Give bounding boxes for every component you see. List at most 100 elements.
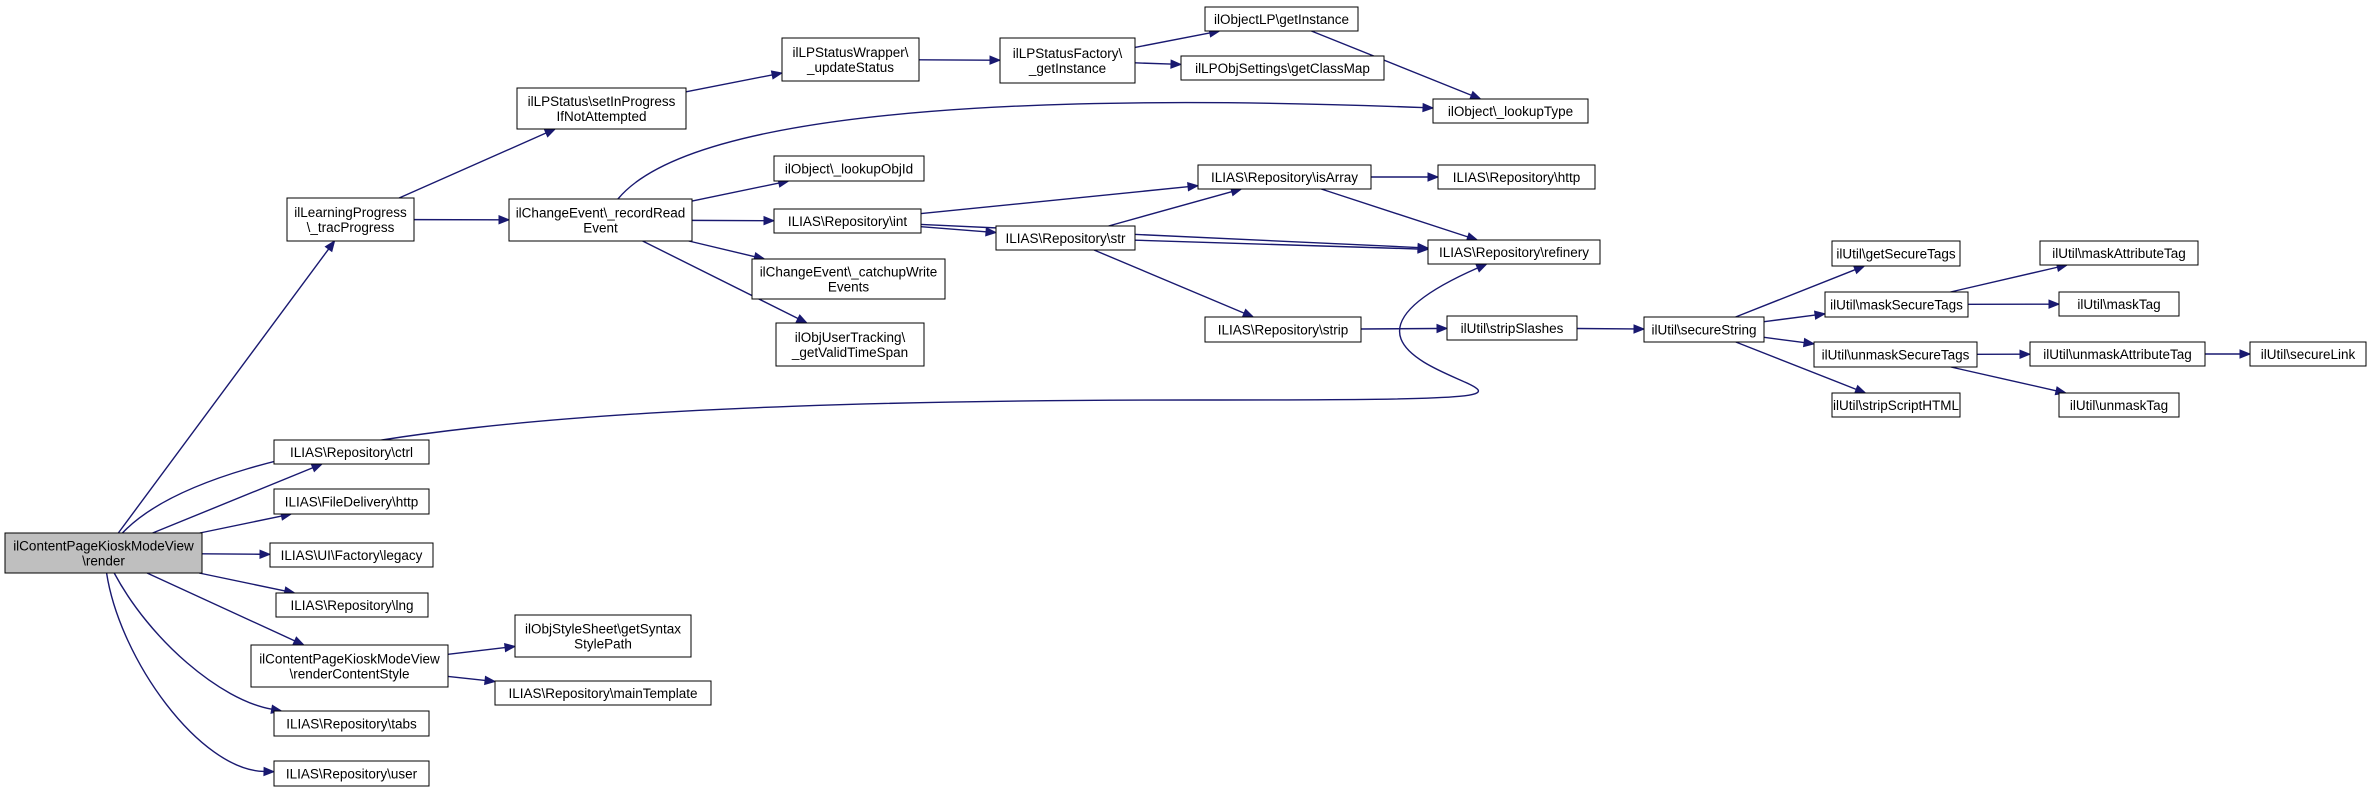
- node-box-rendercs: [250, 644, 449, 688]
- node-label-syntaxstyle-1: StylePath: [574, 637, 632, 652]
- edge-root-to-rendercs: [146, 572, 295, 642]
- edge-setinprog-to-wrapper: [685, 74, 773, 93]
- node-box-securestring: [1643, 316, 1765, 343]
- node-label-root-0: ilContentPageKioskModeView: [13, 539, 194, 554]
- arrowhead-recordread-to-repoint: [763, 215, 776, 226]
- arrowhead-factory-to-classmap: [1170, 59, 1183, 69]
- node-usertracking[interactable]: ilObjUserTracking\_getValidTimeSpan: [775, 322, 925, 367]
- node-ctrl[interactable]: ILIAS\Repository\ctrl: [273, 439, 430, 465]
- arrowhead-stripslashes-to-securestring: [1633, 324, 1646, 334]
- node-label-catchup-1: Events: [828, 280, 870, 295]
- node-repohttp[interactable]: ILIAS\Repository\http: [1437, 164, 1596, 190]
- node-box-repostrip: [1204, 316, 1362, 343]
- arrowhead-repostr-to-repostrip: [1241, 308, 1255, 318]
- edge-recordread-to-lookuptype: [617, 101, 1424, 200]
- arrowhead-rendercs-to-syntaxstyle: [504, 642, 517, 653]
- node-lookuptype[interactable]: ilObject\_lookupType: [1432, 98, 1589, 124]
- node-stripscript[interactable]: ilUtil\stripScriptHTML: [1831, 392, 1961, 418]
- node-label-refinery-0: ILIAS\Repository\refinery: [1439, 245, 1589, 260]
- node-box-lng: [275, 592, 429, 618]
- node-maskattrtag[interactable]: ilUtil\maskAttributeTag: [2039, 240, 2199, 266]
- node-label-recordread-1: Event: [583, 221, 618, 236]
- node-label-repoint-0: ILIAS\Repository\int: [788, 214, 908, 229]
- node-wrapper[interactable]: ilLPStatusWrapper\_updateStatus: [781, 37, 920, 82]
- node-label-rendercs-1: \renderContentStyle: [289, 667, 409, 682]
- node-label-syntaxstyle-0: ilObjStyleSheet\getSyntax: [525, 622, 681, 637]
- node-masktag[interactable]: ilUtil\maskTag: [2058, 291, 2180, 317]
- node-label-wrapper-0: ilLPStatusWrapper\: [792, 45, 908, 60]
- node-repostrip[interactable]: ILIAS\Repository\strip: [1204, 316, 1362, 343]
- node-classmap[interactable]: ilLPObjSettings\getClassMap: [1180, 55, 1385, 81]
- node-unmasktag[interactable]: ilUtil\unmaskTag: [2058, 392, 2180, 418]
- edge-repostr-to-refinery: [1134, 239, 1419, 250]
- arrowhead-root-to-rendercs: [292, 636, 306, 646]
- node-box-masksecuretags: [1824, 291, 1969, 318]
- node-label-classmap-0: ilLPObjSettings\getClassMap: [1195, 61, 1370, 76]
- node-box-classmap: [1180, 55, 1385, 81]
- node-label-repohttp-0: ILIAS\Repository\http: [1453, 170, 1581, 185]
- node-box-stripslashes: [1446, 315, 1578, 341]
- arrowhead-root-to-trac: [324, 239, 336, 253]
- node-box-refinery: [1427, 239, 1601, 265]
- node-label-unmasksecuretags-0: ilUtil\unmaskSecureTags: [1822, 348, 1970, 363]
- edge-trac-to-setinprog: [398, 132, 547, 199]
- node-objectlp[interactable]: ilObjectLP\getInstance: [1204, 6, 1359, 32]
- node-factory[interactable]: ilLPStatusFactory\_getInstance: [999, 37, 1136, 84]
- edge-securestring-to-masksecuretags: [1763, 314, 1816, 323]
- node-rendercs[interactable]: ilContentPageKioskModeView\renderContent…: [250, 644, 449, 688]
- arrowhead-trac-to-recordread: [498, 215, 511, 225]
- edge-recordread-to-catchup: [688, 240, 755, 258]
- node-tabs[interactable]: ILIAS\Repository\tabs: [273, 710, 430, 737]
- node-label-user-0: ILIAS\Repository\user: [286, 767, 418, 782]
- node-isarray[interactable]: ILIAS\Repository\isArray: [1197, 164, 1372, 190]
- node-filehttp[interactable]: ILIAS\FileDelivery\http: [273, 488, 430, 515]
- node-label-objectlp-0: ilObjectLP\getInstance: [1214, 12, 1349, 27]
- node-label-trac-1: \_tracProgress: [307, 220, 395, 235]
- node-securestring[interactable]: ilUtil\secureString: [1643, 316, 1765, 343]
- node-label-maintemplate-0: ILIAS\Repository\mainTemplate: [508, 686, 697, 701]
- arrowhead-rendercs-to-maintemplate: [484, 675, 497, 686]
- arrowhead-objectlp-to-lookuptype: [1469, 90, 1482, 100]
- edge-root-to-user: [105, 572, 265, 773]
- node-box-masktag: [2058, 291, 2180, 317]
- node-securelink[interactable]: ilUtil\secureLink: [2249, 341, 2367, 367]
- edge-unmasksecuretags-to-unmasktag: [1950, 366, 2057, 392]
- node-maintemplate[interactable]: ILIAS\Repository\mainTemplate: [494, 680, 712, 706]
- node-label-getsecuretags-0: ilUtil\getSecureTags: [1836, 247, 1956, 262]
- node-label-tabs-0: ILIAS\Repository\tabs: [286, 717, 417, 732]
- node-box-usertracking: [775, 322, 925, 367]
- node-repostr[interactable]: ILIAS\Repository\str: [995, 225, 1136, 251]
- arrowhead-securestring-to-masksecuretags: [1813, 310, 1827, 320]
- node-box-isarray: [1197, 164, 1372, 190]
- node-lng[interactable]: ILIAS\Repository\lng: [275, 592, 429, 618]
- node-label-root-1: \render: [82, 554, 125, 569]
- node-label-isarray-0: ILIAS\Repository\isArray: [1211, 170, 1358, 185]
- node-lookupobjid[interactable]: ilObject\_lookupObjId: [773, 155, 925, 182]
- node-unmasksecuretags[interactable]: ilUtil\unmaskSecureTags: [1813, 341, 1978, 368]
- edge-factory-to-classmap: [1134, 62, 1172, 65]
- node-label-lookupobjid-0: ilObject\_lookupObjId: [785, 162, 913, 177]
- node-label-masktag-0: ilUtil\maskTag: [2077, 297, 2160, 312]
- node-masksecuretags[interactable]: ilUtil\maskSecureTags: [1824, 291, 1969, 318]
- node-box-unmasksecuretags: [1813, 341, 1978, 368]
- node-refinery[interactable]: ILIAS\Repository\refinery: [1427, 239, 1601, 265]
- node-stripslashes[interactable]: ilUtil\stripSlashes: [1446, 315, 1578, 341]
- edge-securestring-to-unmasksecuretags: [1763, 336, 1805, 344]
- node-box-root: [4, 532, 203, 574]
- node-label-usertracking-0: ilObjUserTracking\: [795, 330, 906, 345]
- arrowhead-repoint-to-repostr: [985, 227, 998, 237]
- node-label-stripscript-0: ilUtil\stripScriptHTML: [1833, 398, 1960, 413]
- node-user[interactable]: ILIAS\Repository\user: [273, 760, 430, 787]
- node-uilegacy[interactable]: ILIAS\UI\Factory\legacy: [269, 542, 434, 568]
- node-repoint[interactable]: ILIAS\Repository\int: [773, 208, 922, 234]
- arrowhead-unmasksecuretags-to-unmaskattrtag: [2019, 349, 2032, 359]
- node-label-rendercs-0: ilContentPageKioskModeView: [259, 652, 440, 667]
- node-getsecuretags[interactable]: ilUtil\getSecureTags: [1831, 240, 1961, 267]
- node-trac[interactable]: ilLearningProgress\_tracProgress: [286, 197, 415, 242]
- node-label-recordread-0: ilChangeEvent\_recordRead: [516, 206, 686, 221]
- node-unmaskattrtag[interactable]: ilUtil\unmaskAttributeTag: [2029, 341, 2206, 367]
